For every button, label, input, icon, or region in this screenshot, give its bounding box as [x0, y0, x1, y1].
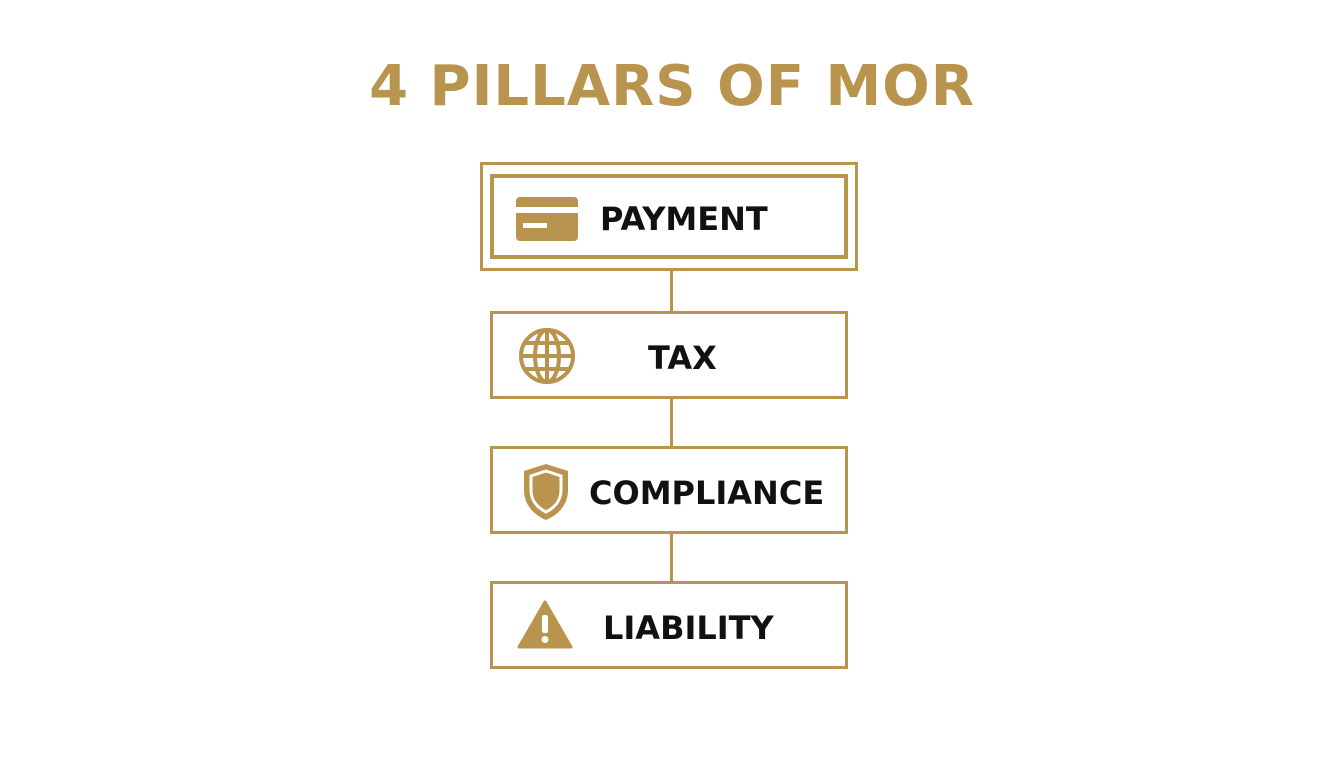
- globe-icon: [519, 328, 575, 384]
- shield-icon: [524, 464, 568, 520]
- connector-line: [670, 534, 673, 582]
- pillar-inner-border: [490, 174, 848, 259]
- pillar-box-tax: TAX: [490, 311, 848, 399]
- pillar-label: COMPLIANCE: [589, 474, 825, 512]
- pillar-label: LIABILITY: [603, 609, 774, 647]
- connector-line: [670, 271, 673, 311]
- connector-line: [670, 399, 673, 447]
- pillar-box-liability: LIABILITY: [490, 581, 848, 669]
- diagram-title: 4 PILLARS OF MOR: [369, 54, 975, 119]
- pillar-label: PAYMENT: [600, 200, 768, 238]
- warning-icon: [517, 600, 573, 649]
- pillar-box-payment: PAYMENT: [480, 162, 858, 271]
- credit-card-icon: [516, 197, 578, 241]
- pillar-box-compliance: COMPLIANCE: [490, 446, 848, 534]
- pillar-label: TAX: [648, 339, 717, 377]
